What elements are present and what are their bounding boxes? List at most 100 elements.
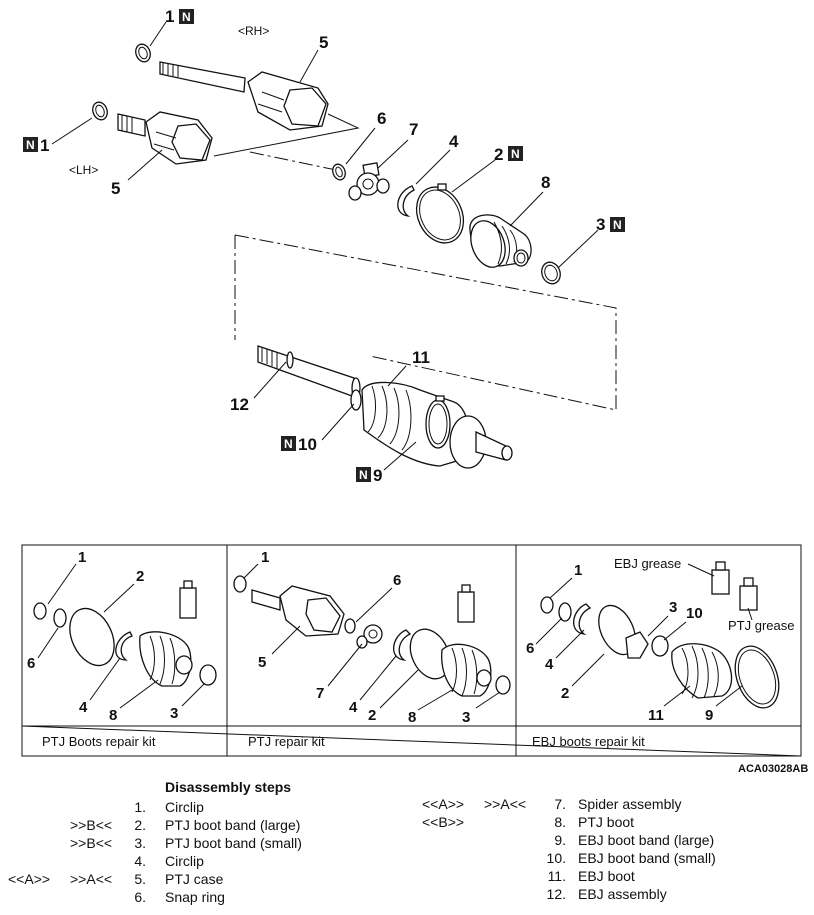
step-label: PTJ boot band (small) xyxy=(165,835,302,851)
lh-shaft xyxy=(117,113,146,137)
callout-3: 3 xyxy=(596,215,605,234)
kit3-callout-11: 11 xyxy=(648,707,664,724)
kit2-caption: PTJ repair kit xyxy=(248,734,325,749)
callout-5-lh: 5 xyxy=(111,179,120,198)
callout-6: 6 xyxy=(377,109,386,128)
lh-circlip xyxy=(92,101,108,121)
step-number: 3. xyxy=(134,835,146,851)
step-number: 11. xyxy=(547,868,566,884)
step-label: PTJ boot xyxy=(578,814,635,830)
callout-8: 8 xyxy=(541,173,550,192)
kit3-callout-10: 10 xyxy=(686,605,703,622)
kit3-callout-9: 9 xyxy=(705,707,713,724)
step-number: 6. xyxy=(134,889,146,905)
step-number: 9. xyxy=(554,832,566,848)
step-row: 12. EBJ assembly xyxy=(410,885,810,903)
step-number: 1. xyxy=(134,799,146,815)
kit1-callout-8: 8 xyxy=(109,707,117,724)
rh-circlip xyxy=(135,43,151,63)
step-row: <<A>> >>A<< 7. Spider assembly xyxy=(410,795,810,813)
callout-12: 12 xyxy=(230,395,249,414)
kit1-callout-6: 6 xyxy=(27,655,35,672)
step-row: <<B>> 8. PTJ boot xyxy=(410,813,810,831)
new-part-mark: N xyxy=(511,147,520,161)
circlip-4 xyxy=(397,185,415,217)
step-pre-mark: <<A>> xyxy=(422,796,465,812)
kit1-callout-3: 3 xyxy=(170,705,178,722)
callout-7: 7 xyxy=(409,120,418,139)
kit2-callout-3: 3 xyxy=(462,709,470,726)
kit1-callout-2: 2 xyxy=(136,568,144,585)
ebj-assembly xyxy=(257,345,361,399)
new-part-mark: N xyxy=(359,468,368,482)
step-row: >>B<< 2. PTJ boot band (large) xyxy=(0,816,400,834)
kit3-callout-1: 1 xyxy=(574,562,582,579)
callout-11: 11 xyxy=(412,348,430,367)
steps-heading: Disassembly steps xyxy=(165,779,292,795)
step-number: 10. xyxy=(546,850,566,866)
step-row: 4. Circlip xyxy=(0,852,400,870)
new-part-mark: N xyxy=(613,218,622,232)
lh-ptj-case xyxy=(145,111,213,165)
step-post-mark: >>A<< xyxy=(484,796,527,812)
step-post-mark: >>A<< xyxy=(70,871,113,887)
tag-rh: <RH> xyxy=(238,24,269,38)
step-label: Circlip xyxy=(165,853,204,869)
ptj-boot-band-large xyxy=(415,183,465,244)
exploded-diagram: 1 N <RH> 5 N 1 <LH> 5 6 7 4 2 N 8 3 N 11… xyxy=(23,7,625,485)
step-row: >>B<< 3. PTJ boot band (small) xyxy=(0,834,400,852)
kit2-callout-6: 6 xyxy=(393,572,401,589)
kit-ptj-boots xyxy=(33,580,217,687)
ebj-boot-band-small xyxy=(350,389,362,411)
step-label: Spider assembly xyxy=(578,796,682,812)
steps-right: <<A>> >>A<< 7. Spider assembly <<B>> 8. … xyxy=(410,795,810,910)
callout-5-rh: 5 xyxy=(319,33,328,52)
step-label: PTJ boot band (large) xyxy=(165,817,301,833)
kit3-callout-2: 2 xyxy=(561,685,569,702)
tag-lh: <LH> xyxy=(69,163,98,177)
step-label: EBJ boot band (large) xyxy=(578,832,715,848)
step-number: 5. xyxy=(134,871,146,887)
kit2-callout-5: 5 xyxy=(258,654,266,671)
rh-ptj-case xyxy=(247,71,329,131)
repair-kits-table: 1 2 6 4 8 3 PTJ Boots repair kit 1 6 5 7… xyxy=(21,544,802,757)
callout-1-lh: 1 xyxy=(40,136,49,155)
step-label: EBJ boot band (small) xyxy=(578,850,716,866)
kit2-callout-4: 4 xyxy=(349,699,358,716)
step-label: Circlip xyxy=(165,799,204,815)
step-row: 1. Circlip xyxy=(0,798,400,816)
step-number: 2. xyxy=(134,817,146,833)
kit2-callout-2: 2 xyxy=(368,707,376,724)
callout-9: 9 xyxy=(373,466,382,485)
step-row: 9. EBJ boot band (large) xyxy=(410,831,810,849)
kit2-callout-8: 8 xyxy=(408,709,416,726)
callout-1-rh: 1 xyxy=(165,7,174,26)
ebj-outer-race xyxy=(449,415,513,469)
step-label: PTJ case xyxy=(165,871,224,887)
ebj-boot-band-large xyxy=(425,395,451,449)
step-row: 11. EBJ boot xyxy=(410,867,810,885)
kit-ebj-boots xyxy=(540,561,780,709)
spider-assembly xyxy=(348,162,390,201)
step-number: 12. xyxy=(546,886,566,902)
snap-ring xyxy=(332,163,346,181)
kit1-callout-4: 4 xyxy=(79,699,88,716)
ebj-grease-label: EBJ grease xyxy=(614,556,681,571)
kit3-callout-4: 4 xyxy=(545,656,554,673)
kit1-caption: PTJ Boots repair kit xyxy=(42,734,156,749)
step-row: <<A>> >>A<< 5. PTJ case xyxy=(0,870,400,888)
kit2-callout-1: 1 xyxy=(261,549,269,566)
kit1-callout-1: 1 xyxy=(78,549,86,566)
step-number: 7. xyxy=(554,796,566,812)
callout-2: 2 xyxy=(494,145,503,164)
ptj-grease-label: PTJ grease xyxy=(728,618,794,633)
new-part-mark: N xyxy=(182,10,191,24)
kit-ptj xyxy=(233,575,511,697)
step-label: Snap ring xyxy=(165,889,225,905)
kit3-caption: EBJ boots repair kit xyxy=(532,734,645,749)
step-number: 8. xyxy=(554,814,566,830)
step-row: 6. Snap ring xyxy=(0,888,400,906)
step-post-mark: >>B<< xyxy=(70,835,113,851)
step-label: EBJ assembly xyxy=(578,886,667,902)
new-part-mark: N xyxy=(26,138,35,152)
